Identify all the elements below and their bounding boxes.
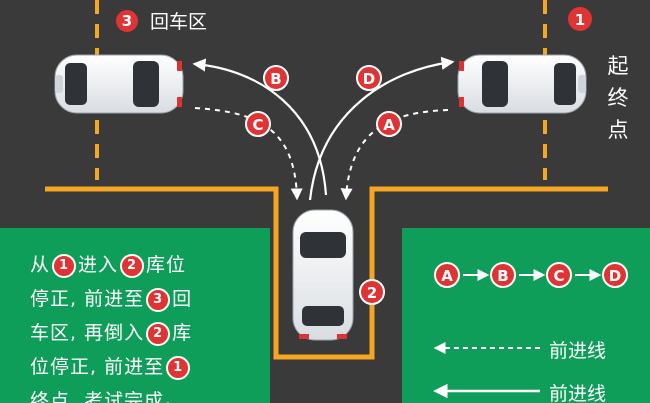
legend-dashed-label: 前进线	[549, 340, 607, 362]
seq-d-circle	[602, 262, 628, 288]
instruction-badge: 3	[146, 287, 171, 312]
sequence-row: A B C D	[434, 262, 628, 288]
seq-d: D	[609, 267, 621, 285]
instruction-segment: 位停正, 前进至	[30, 356, 165, 378]
instruction-segment: 从	[30, 254, 51, 276]
svg-text:1: 1	[575, 11, 585, 29]
seq-c-circle	[546, 262, 572, 288]
road-boundary-line	[45, 186, 608, 360]
start-end-badge: 1	[568, 7, 592, 31]
svg-text:B: B	[270, 70, 281, 88]
seq-c: C	[553, 267, 564, 285]
route-d-arrow	[308, 56, 455, 201]
instruction-segment: 回	[172, 288, 193, 310]
car-left	[54, 54, 184, 114]
route-badge-b: B	[263, 65, 289, 91]
instruction-badge: 2	[120, 253, 145, 278]
instruction-segment: 车区, 再倒入	[30, 322, 145, 344]
instruction-badge: 1	[52, 253, 77, 278]
instruction-segment: 库位	[146, 254, 187, 276]
route-badge-c: C	[245, 111, 271, 137]
route-badge-a: A	[376, 111, 402, 137]
start-end-label: 起 终 点	[606, 50, 630, 146]
instruction-badge: 2	[146, 321, 171, 346]
instruction-line: 终点, 考试完成。	[30, 384, 235, 403]
turnaround-text: 回车区	[150, 11, 208, 33]
route-badge-d: D	[356, 65, 382, 91]
turnaround-label: 3 回车区	[116, 7, 207, 34]
route-b-arrow	[192, 58, 328, 196]
car-garage	[292, 209, 354, 341]
turnaround-badge: 3	[116, 9, 138, 32]
seq-b: B	[497, 267, 508, 285]
svg-text:A: A	[383, 116, 395, 134]
seq-a-circle	[434, 262, 460, 288]
legend-solid-label: 前进线	[549, 383, 607, 403]
start-end-char-3: 点	[607, 118, 629, 142]
grass-right	[402, 228, 650, 403]
start-end-char-1: 起	[607, 54, 629, 78]
svg-text:C: C	[252, 116, 263, 134]
route-c-arrow	[194, 107, 303, 201]
car-right	[457, 54, 587, 114]
instruction-badge: 1	[166, 355, 191, 380]
garage-badge: 2	[359, 279, 385, 305]
seq-a: A	[441, 267, 453, 285]
instruction-segment: 进入	[78, 254, 119, 276]
instruction-segment: 终点, 考试完成。	[30, 390, 185, 403]
instruction-segment: 库	[172, 322, 193, 344]
seq-b-circle	[490, 262, 516, 288]
route-a-arrow	[340, 109, 449, 201]
svg-text:2: 2	[367, 284, 377, 302]
instruction-segment: 停正, 前进至	[30, 288, 145, 310]
start-end-char-2: 终	[607, 86, 629, 110]
svg-text:D: D	[363, 70, 375, 88]
